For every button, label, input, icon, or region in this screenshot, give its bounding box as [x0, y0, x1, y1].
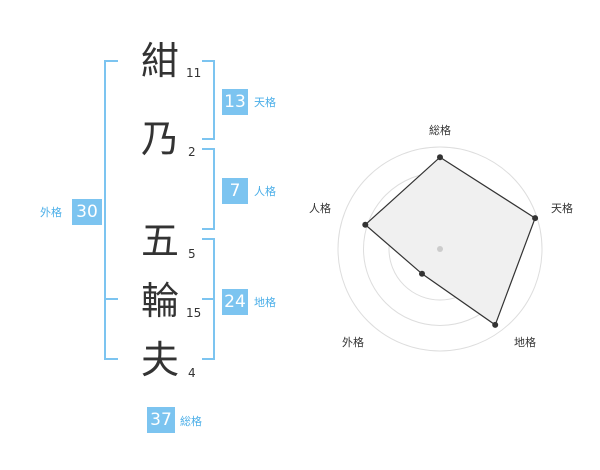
radar-ring [337, 146, 543, 352]
tenkaku-value-badge: 13 [222, 89, 248, 115]
stroke-count-2: 2 [188, 145, 196, 159]
jinkaku-value-badge: 7 [222, 178, 248, 204]
jinkaku-bracket-bottom [202, 228, 215, 230]
jinkaku-label: 人格 [254, 185, 276, 198]
radar-point [532, 215, 539, 222]
chikaku-value-badge: 24 [222, 289, 248, 315]
radar-axis-label-tenkaku: 天格 [551, 201, 573, 215]
tenkaku-bracket-bottom [202, 138, 215, 140]
radar-axis-label-soukaku: 総格 [429, 123, 451, 137]
name-char-4: 輪 [141, 279, 180, 323]
gaikaku-label: 外格 [40, 206, 62, 219]
radar-point [437, 154, 443, 161]
radar-center-dot [437, 246, 443, 252]
chikaku-bracket-mid [202, 298, 215, 300]
name-char-5: 夫 [141, 338, 180, 382]
gaikaku-bracket-bottom [104, 358, 118, 360]
radar-axis-label-jinkaku: 人格 [309, 201, 331, 215]
jinkaku-bracket-vertical [213, 148, 215, 230]
gaikaku-bracket-top [104, 60, 118, 62]
soukaku-value-badge: 37 [147, 407, 175, 433]
chikaku-bracket-bottom [202, 358, 215, 360]
name-char-2: 乃 [141, 117, 180, 161]
radar-point [419, 270, 425, 277]
tenkaku-bracket-vertical [213, 60, 215, 140]
jinkaku-bracket-top [202, 148, 215, 150]
name-char-3: 五 [141, 219, 180, 263]
radar-polygon [364, 156, 536, 326]
gaikaku-bracket-vertical [104, 60, 106, 360]
stroke-count-1: 11 [186, 66, 202, 80]
radar-point [492, 321, 499, 328]
gaikaku-bracket-mid [104, 298, 118, 300]
soukaku-label: 総格 [180, 415, 202, 428]
chikaku-label: 地格 [254, 296, 276, 309]
name-char-1: 紺 [141, 39, 180, 83]
stroke-count-5: 4 [188, 366, 196, 380]
stroke-count-3: 5 [188, 247, 196, 261]
tenkaku-bracket-top [202, 60, 215, 62]
gaikaku-value-badge: 30 [72, 199, 102, 225]
radar-axis-label-gaikaku: 外格 [342, 335, 364, 349]
tenkaku-label: 天格 [254, 96, 276, 109]
chikaku-bracket-top [202, 238, 215, 240]
radar-points [362, 154, 539, 328]
radar-axis-label-chikaku: 地格 [514, 335, 536, 349]
radar-point [362, 221, 369, 228]
stroke-count-4: 15 [186, 306, 202, 320]
